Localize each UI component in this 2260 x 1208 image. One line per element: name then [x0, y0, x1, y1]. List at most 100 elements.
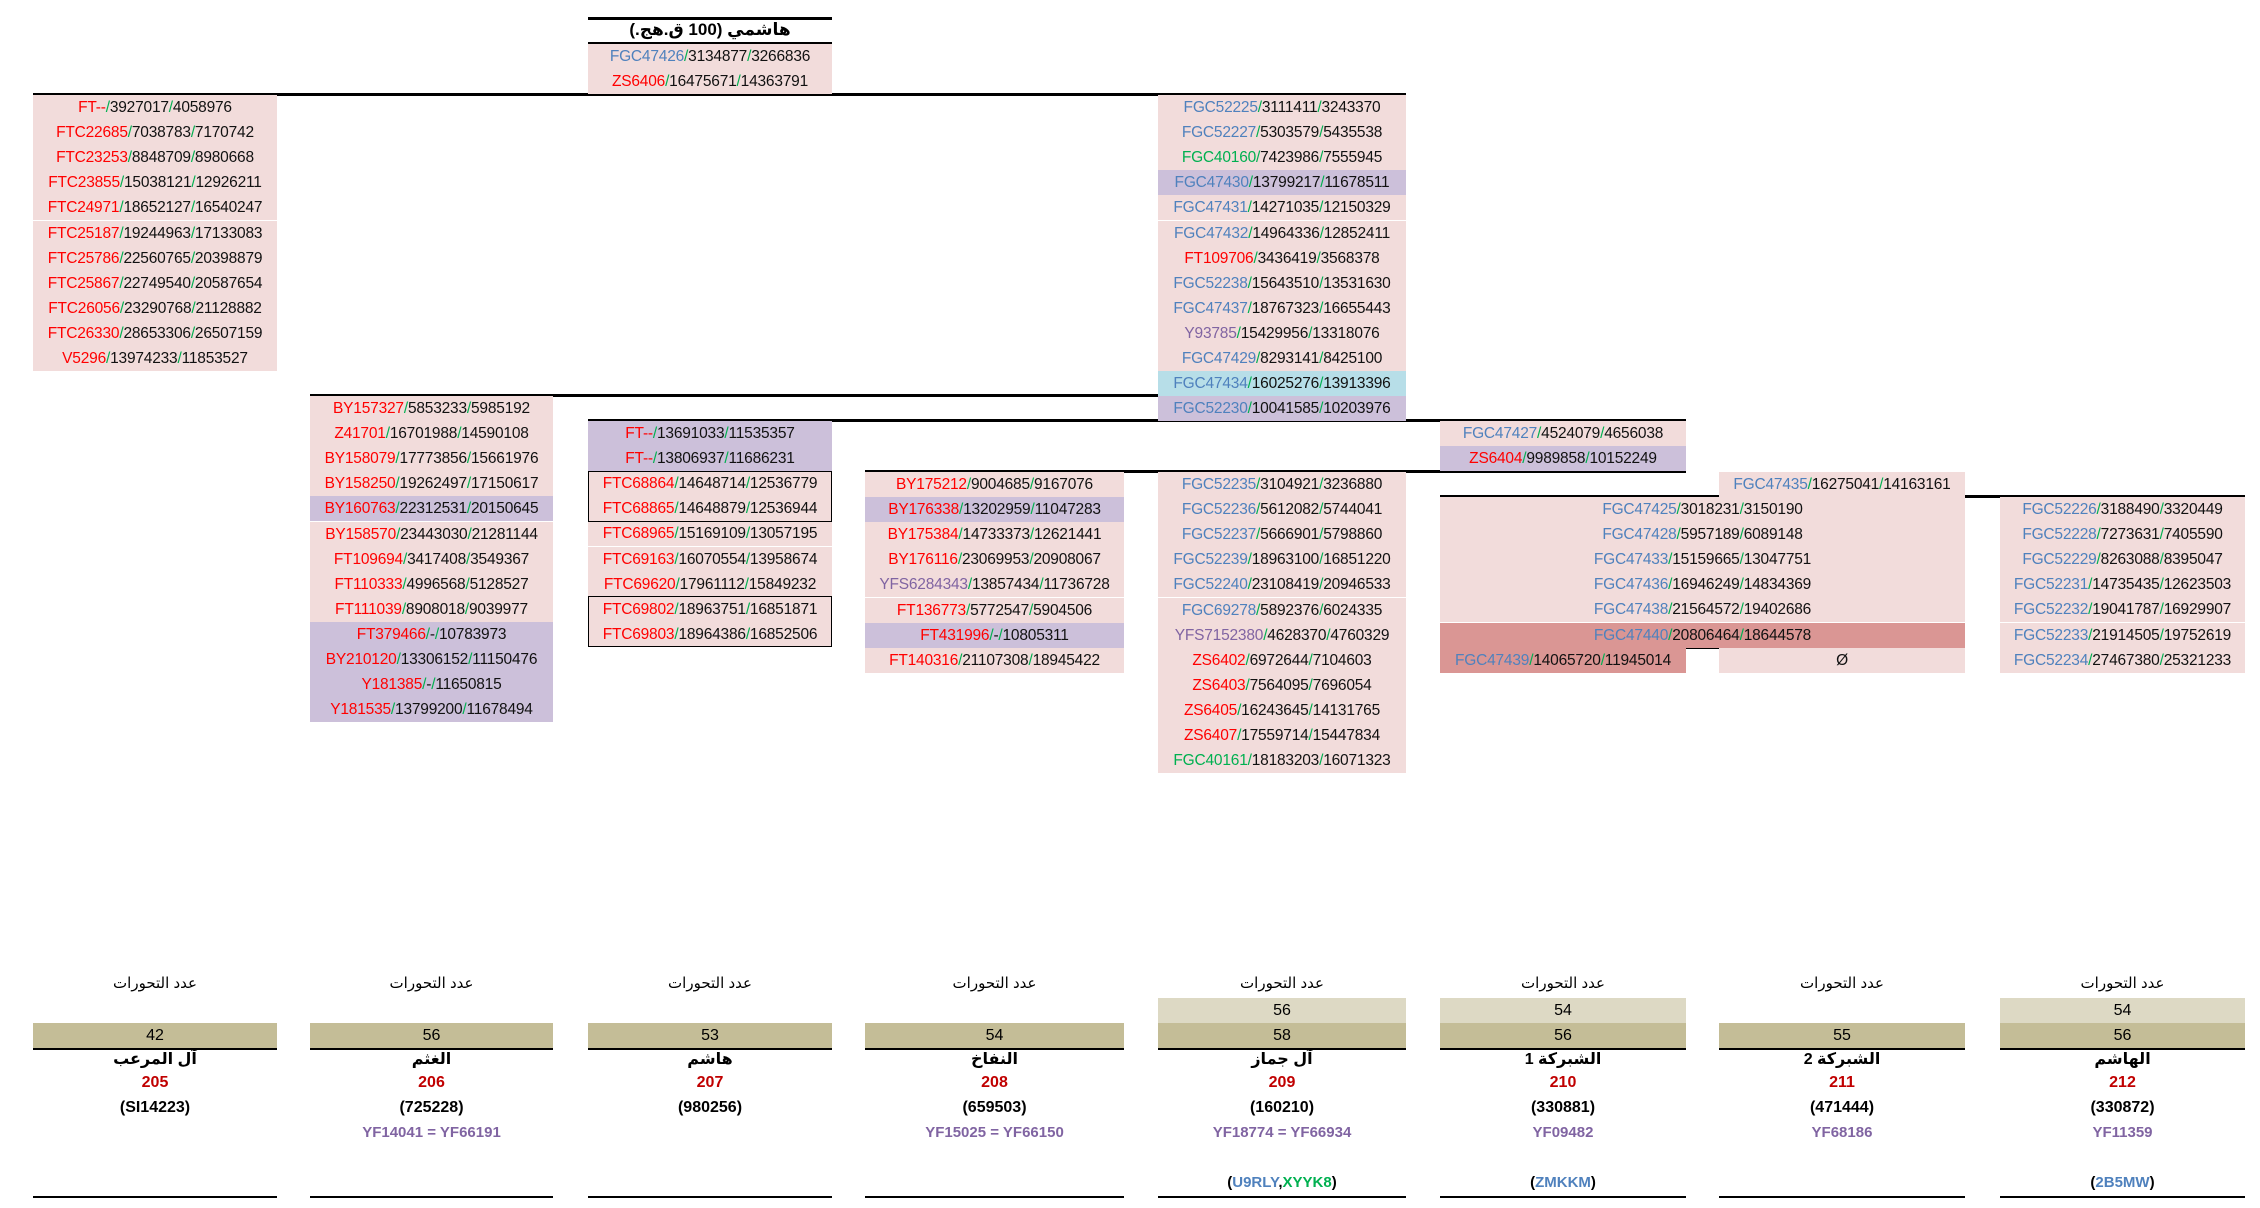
snp-row[interactable]: V5296/13974233/11853527	[33, 346, 277, 371]
snp-row[interactable]: FGC52238/15643510/13531630	[1158, 270, 1406, 296]
snp-row[interactable]: FGC52226/3188490/3320449	[2000, 497, 2245, 522]
snp-row[interactable]: FTC69620/17961112/15849232	[588, 571, 832, 597]
snp-row[interactable]: FGC47436/16946249/14834369	[1440, 572, 1965, 598]
snp-row[interactable]: FGC69278/5892376/6024335	[1158, 597, 1406, 623]
snp-row[interactable]: FT379466/-/10783973	[310, 621, 553, 647]
branch-line	[865, 470, 1686, 473]
snp-row[interactable]: FGC52235/3104921/3236880	[1158, 472, 1406, 497]
snp-row[interactable]: BY176116/23069953/20908067	[865, 547, 1124, 573]
snp-row[interactable]: FGC52225/3111411/3243370	[1158, 95, 1406, 120]
snp-row[interactable]: Y93785/15429956/13318076	[1158, 320, 1406, 346]
snp-row[interactable]: FTC26330/28653306/26507159	[33, 320, 277, 346]
snp-row[interactable]: FT431996/-/10805311	[865, 622, 1124, 648]
snp-row[interactable]: ZS6402/6972644/7104603	[1158, 647, 1406, 673]
snp-row[interactable]: FGC47437/18767323/16655443	[1158, 295, 1406, 321]
snp-row[interactable]: FTC68864/14648714/12536779	[588, 471, 832, 497]
snp-row[interactable]: ZS6404/9989858/10152249	[1440, 446, 1686, 472]
snp-row[interactable]: BY157327/5853233/5985192	[310, 396, 553, 421]
snp-row[interactable]: FGC47425/3018231/3150190	[1440, 497, 1965, 522]
separator-slash: /	[665, 73, 670, 91]
snp-row[interactable]: FT109706/3436419/3568378	[1158, 245, 1406, 271]
snp-row[interactable]: FTC68965/15169109/13057195	[588, 521, 832, 547]
snp-row[interactable]: BY175212/9004685/9167076	[865, 472, 1124, 497]
snp-name: FGC52230	[1173, 400, 1248, 417]
snp-row[interactable]: FGC47440/20806464/18644578	[1440, 622, 1965, 648]
position-hg38: 3436419	[1257, 249, 1317, 267]
snp-row[interactable]: FTC69803/18964386/16852506	[588, 621, 832, 647]
snp-row[interactable]: FGC47426/3134877/3266836	[588, 44, 832, 69]
snp-row[interactable]: FGC47435/16275041/14163161	[1719, 472, 1965, 497]
snp-row[interactable]: FT--/13691033/11535357	[588, 421, 832, 446]
snp-row[interactable]: FTC23855/15038121/12926211	[33, 170, 277, 196]
position-hg19: 9167076	[1034, 476, 1093, 493]
snp-row[interactable]: YFS7152380/4628370/4760329	[1158, 622, 1406, 648]
snp-row[interactable]: FGC52234/27467380/25321233	[2000, 647, 2245, 673]
snp-row[interactable]: BY158570/23443030/21281144	[310, 521, 553, 547]
snp-row[interactable]: FGC52236/5612082/5744041	[1158, 497, 1406, 523]
snp-row[interactable]: FGC52240/23108419/20946533	[1158, 572, 1406, 598]
snp-row[interactable]: ZS6403/7564095/7696054	[1158, 672, 1406, 698]
snp-row[interactable]: FGC40160/7423986/7555945	[1158, 145, 1406, 171]
snp-row[interactable]: FGC47430/13799217/11678511	[1158, 170, 1406, 196]
position-hg38: 15643510	[1251, 274, 1320, 292]
snp-row[interactable]: FGC52237/5666901/5798860	[1158, 522, 1406, 548]
snp-row[interactable]: FTC22685/7038783/7170742	[33, 120, 277, 146]
snp-row[interactable]: FTC25786/22560765/20398879	[33, 245, 277, 271]
snp-row[interactable]: BY160763/22312531/20150645	[310, 496, 553, 522]
snp-row[interactable]: FGC52232/19041787/16929907	[2000, 597, 2245, 623]
mutations-count: 54	[865, 1023, 1124, 1048]
snp-row[interactable]: FT140316/21107308/18945422	[865, 647, 1124, 673]
snp-row[interactable]: FT109694/3417408/3549367	[310, 546, 553, 572]
snp-row[interactable]: FGC52233/21914505/19752619	[2000, 622, 2245, 648]
snp-row[interactable]: FT110333/4996568/5128527	[310, 571, 553, 597]
snp-row[interactable]: FT111039/8908018/9039977	[310, 596, 553, 622]
position-hg19: 26507159	[194, 324, 263, 342]
snp-row[interactable]: ZS6406/16475671/14363791	[588, 69, 832, 95]
snp-row[interactable]: FGC52227/5303579/5435538	[1158, 120, 1406, 146]
snp-row[interactable]: BY210120/13306152/11150476	[310, 647, 553, 672]
snp-row[interactable]: FT--/13806937/11686231	[588, 446, 832, 472]
snp-row[interactable]: FGC47429/8293141/8425100	[1158, 346, 1406, 371]
snp-row[interactable]: FGC47438/21564572/19402686	[1440, 597, 1965, 623]
snp-name: ZS6405	[1183, 701, 1238, 719]
snp-name: ZS6406	[611, 73, 666, 91]
position-hg38: 18767323	[1251, 299, 1320, 317]
snp-row[interactable]: FGC47433/15159665/13047751	[1440, 547, 1965, 573]
snp-row[interactable]: BY175384/14733373/12621441	[865, 522, 1124, 548]
snp-row[interactable]: ZS6405/16243645/14131765	[1158, 697, 1406, 723]
snp-row[interactable]: FGC47431/14271035/12150329	[1158, 195, 1406, 221]
snp-row[interactable]: ZS6407/17559714/15447834	[1158, 723, 1406, 748]
snp-row[interactable]: FGC47434/16025276/13913396	[1158, 371, 1406, 397]
snp-row[interactable]: FTC25187/19244963/17133083	[33, 220, 277, 246]
snp-row[interactable]: FTC69163/16070554/13958674	[588, 546, 832, 572]
snp-row[interactable]: YFS6284343/13857434/11736728	[865, 572, 1124, 598]
separator-slash: /	[425, 625, 430, 643]
snp-row[interactable]: FTC24971/18652127/16540247	[33, 195, 277, 221]
snp-row[interactable]: BY176338/13202959/11047283	[865, 497, 1124, 523]
snp-row[interactable]: FGC47432/14964336/12852411	[1158, 220, 1406, 246]
snp-row[interactable]: FGC52229/8263088/8395047	[2000, 547, 2245, 573]
snp-row[interactable]: FGC40161/18183203/16071323	[1158, 748, 1406, 774]
snp-row[interactable]: Z41701/16701988/14590108	[310, 421, 553, 447]
snp-row[interactable]: FTC26056/23290768/21128882	[33, 295, 277, 321]
snp-row[interactable]: FTC69802/18963751/16851871	[588, 596, 832, 622]
snp-row[interactable]: Y181535/13799200/11678494	[310, 697, 553, 723]
snp-row[interactable]: BY158250/19262497/17150617	[310, 471, 553, 497]
snp-row[interactable]: FGC47439/14065720/11945014	[1440, 648, 1686, 673]
snp-row[interactable]: FGC47427/4524079/4656038	[1440, 421, 1686, 446]
snp-row[interactable]: FGC52228/7273631/7405590	[2000, 522, 2245, 548]
snp-row[interactable]: FTC23253/8848709/8980668	[33, 145, 277, 171]
snp-row[interactable]: FTC25867/22749540/20587654	[33, 270, 277, 296]
snp-row[interactable]: FGC47428/5957189/6089148	[1440, 522, 1965, 548]
snp-row[interactable]: FT--/3927017/4058976	[33, 95, 277, 120]
snp-row[interactable]: FGC52231/14735435/12623503	[2000, 572, 2245, 598]
snp-row[interactable]: FGC52230/10041585/10203976	[1158, 396, 1406, 421]
snp-row[interactable]: FTC68865/14648879/12536944	[588, 496, 832, 522]
position-hg19: 7405590	[2163, 526, 2223, 544]
snp-row[interactable]: FGC52239/18963100/16851220	[1158, 547, 1406, 573]
snp-row[interactable]: BY158079/17773856/15661976	[310, 446, 553, 472]
snp-row[interactable]: FT136773/5772547/5904506	[865, 597, 1124, 623]
snp-row[interactable]: Y181385/-/11650815	[310, 672, 553, 698]
separator-slash: /	[396, 651, 401, 668]
separator-slash: /	[724, 450, 729, 468]
